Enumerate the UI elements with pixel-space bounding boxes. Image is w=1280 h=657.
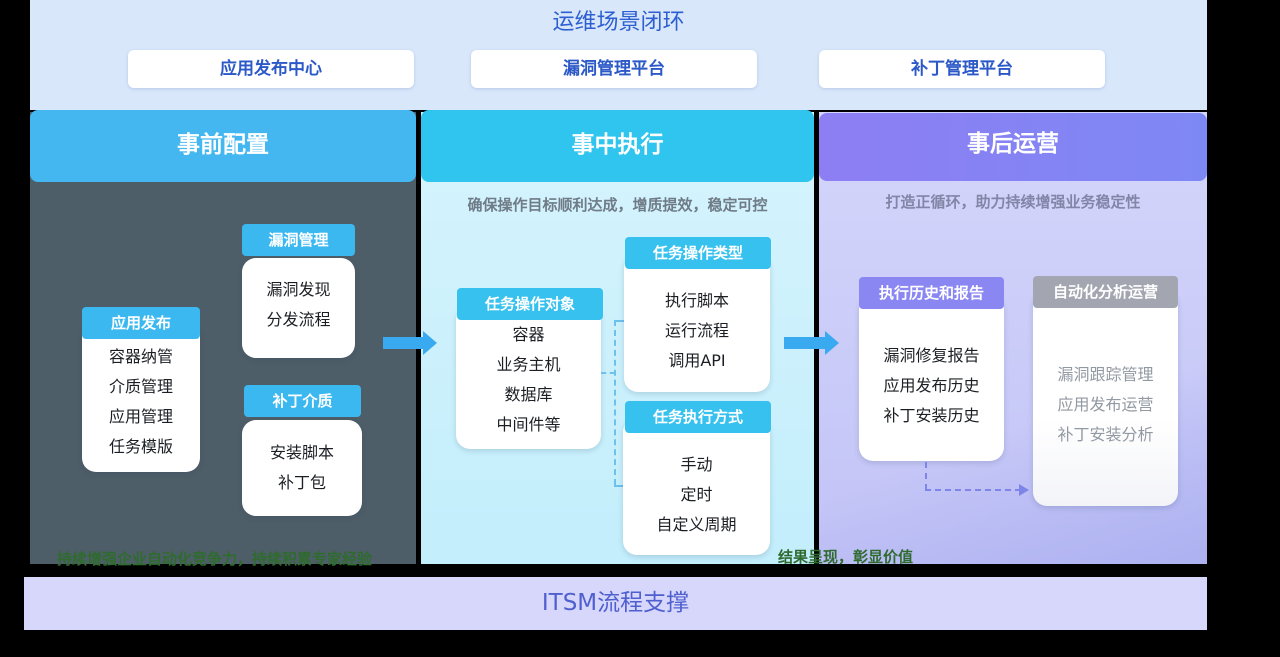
pre-column-heading: 事前配置 <box>30 110 416 182</box>
exec-modes-tag: 任务执行方式 <box>625 401 771 433</box>
connector-line <box>925 462 927 490</box>
vuln-mgmt-tag: 漏洞管理 <box>242 224 355 256</box>
patch-media-tag: 补丁介质 <box>244 385 361 417</box>
auto-analysis-card: 漏洞跟踪管理 应用发布运营 补丁安装分析 <box>1033 290 1178 506</box>
list-item: 自定义周期 <box>656 515 737 534</box>
task-targets-card: 容器 业务主机 数据库 中间件等 <box>456 306 601 449</box>
list-item: 漏洞修复报告 <box>883 346 980 365</box>
pre-footer-text: 持续增强企业自动化竞争力，持续积累专家经验 <box>57 550 373 568</box>
vuln-mgmt-card: 漏洞发现 分发流程 <box>242 258 355 358</box>
list-item: 分发流程 <box>266 310 331 329</box>
list-item: 容器纳管 <box>108 347 173 366</box>
mid-column-heading: 事中执行 <box>421 110 814 182</box>
list-item: 数据库 <box>504 385 553 404</box>
platform-app-publish: 应用发布中心 <box>128 50 414 88</box>
post-column-heading: 事后运营 <box>819 113 1207 181</box>
flow-arrow-body <box>784 337 826 349</box>
list-item: 任务模版 <box>108 437 173 456</box>
app-publish-tag: 应用发布 <box>82 307 200 339</box>
list-item: 应用发布运营 <box>1057 395 1154 414</box>
connector-line <box>601 372 615 374</box>
flow-arrow-icon <box>423 331 437 355</box>
mid-column-subtitle: 确保操作目标顺利达成，增质提效，稳定可控 <box>467 196 768 214</box>
diagram-title: 运维场景闭环 <box>552 10 685 35</box>
list-item: 调用API <box>668 351 726 370</box>
list-item: 容器 <box>512 325 545 344</box>
op-types-card: 执行脚本 运行流程 调用API <box>624 254 770 392</box>
list-item: 补丁包 <box>277 473 326 492</box>
itsm-bar: ITSM流程支撑 <box>24 577 1207 630</box>
list-item: 漏洞发现 <box>266 280 331 299</box>
history-report-card: 漏洞修复报告 应用发布历史 补丁安装历史 <box>859 296 1004 461</box>
list-item: 运行流程 <box>664 321 729 340</box>
history-report-tag: 执行历史和报告 <box>859 277 1004 309</box>
flow-arrow-body <box>383 337 423 349</box>
list-item: 业务主机 <box>496 355 561 374</box>
list-item: 补丁安装历史 <box>883 406 980 425</box>
patch-media-card: 安装脚本 补丁包 <box>242 420 362 516</box>
list-item: 手动 <box>680 455 713 474</box>
auto-analysis-tag: 自动化分析运营 <box>1033 276 1178 308</box>
list-item: 中间件等 <box>496 415 561 434</box>
flow-arrow-icon <box>825 331 839 355</box>
list-item: 漏洞跟踪管理 <box>1057 365 1154 384</box>
connector-arrow-icon <box>1019 484 1029 496</box>
list-item: 应用管理 <box>108 407 173 426</box>
app-publish-card: 容器纳管 介质管理 应用管理 任务模版 <box>82 322 200 472</box>
list-item: 应用发布历史 <box>883 376 980 395</box>
list-item: 安装脚本 <box>269 443 334 462</box>
exec-modes-card: 手动 定时 自定义周期 <box>623 418 770 555</box>
platform-patch-mgmt: 补丁管理平台 <box>819 50 1105 88</box>
platform-vuln-mgmt: 漏洞管理平台 <box>471 50 757 88</box>
list-item: 补丁安装分析 <box>1057 425 1154 444</box>
connector-line <box>614 320 616 485</box>
connector-line <box>925 489 1021 491</box>
post-column-subtitle: 打造正循环，助力持续增强业务稳定性 <box>885 193 1141 211</box>
op-types-tag: 任务操作类型 <box>625 237 771 269</box>
list-item: 介质管理 <box>108 377 173 396</box>
connector-line <box>614 485 624 487</box>
connector-line <box>614 320 624 322</box>
task-targets-tag: 任务操作对象 <box>457 288 603 320</box>
list-item: 定时 <box>680 485 713 504</box>
list-item: 执行脚本 <box>664 291 729 310</box>
post-footer-text: 结果呈现，彰显价值 <box>778 548 914 566</box>
